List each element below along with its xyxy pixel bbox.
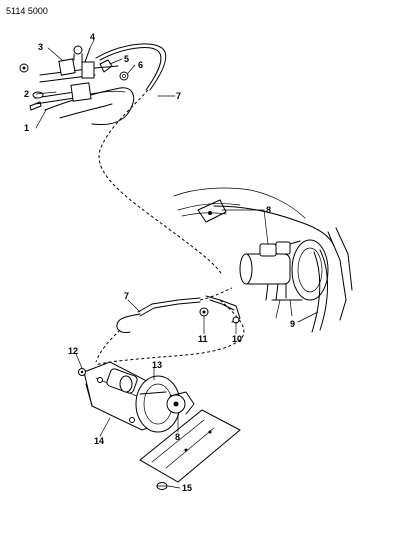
clip-part-5: [99, 59, 113, 73]
callout-6: 6: [138, 60, 143, 70]
speed-control-servo-assembly: [83, 361, 195, 433]
bolt-part-1: [29, 101, 42, 111]
callout-8-bottom: 8: [175, 432, 180, 442]
leader-lines: [35, 39, 319, 489]
callout-2: 2: [24, 89, 29, 99]
callout-13: 13: [152, 360, 162, 370]
shield-plate: [139, 409, 241, 483]
brake-booster-assembly: [173, 187, 353, 333]
diagram-code: 5114 5000: [6, 6, 48, 16]
callout-11: 11: [198, 334, 208, 344]
throttle-linkage-assembly: [19, 45, 135, 125]
cable-part-4: [84, 47, 91, 63]
nut-part-11: [199, 307, 209, 317]
callout-3: 3: [38, 42, 43, 52]
callout-9: 9: [290, 319, 295, 329]
callout-15: 15: [182, 483, 192, 493]
bracket-part-10: [205, 295, 241, 324]
grommet-part-6: [119, 71, 129, 81]
callouts: 3 2 1 4 5 6 7 8 9 7 10 11 12 13 8 14 15: [24, 32, 295, 493]
callout-1: 1: [24, 123, 29, 133]
nut-part-12: [78, 368, 86, 376]
callout-14: 14: [94, 436, 104, 446]
cable-part-7-lower: [95, 287, 233, 363]
cable-part-7-upper: [95, 43, 223, 276]
callout-7-mid: 7: [124, 291, 129, 301]
callout-10: 10: [232, 334, 242, 344]
callout-12: 12: [68, 346, 78, 356]
vacuum-line: [95, 299, 245, 366]
nut-part-15: [156, 482, 168, 490]
callout-5: 5: [124, 54, 129, 64]
callout-8-top: 8: [266, 205, 271, 215]
clip-part-2: [32, 91, 44, 99]
callout-4: 4: [90, 32, 95, 42]
callout-7-top: 7: [176, 91, 181, 101]
